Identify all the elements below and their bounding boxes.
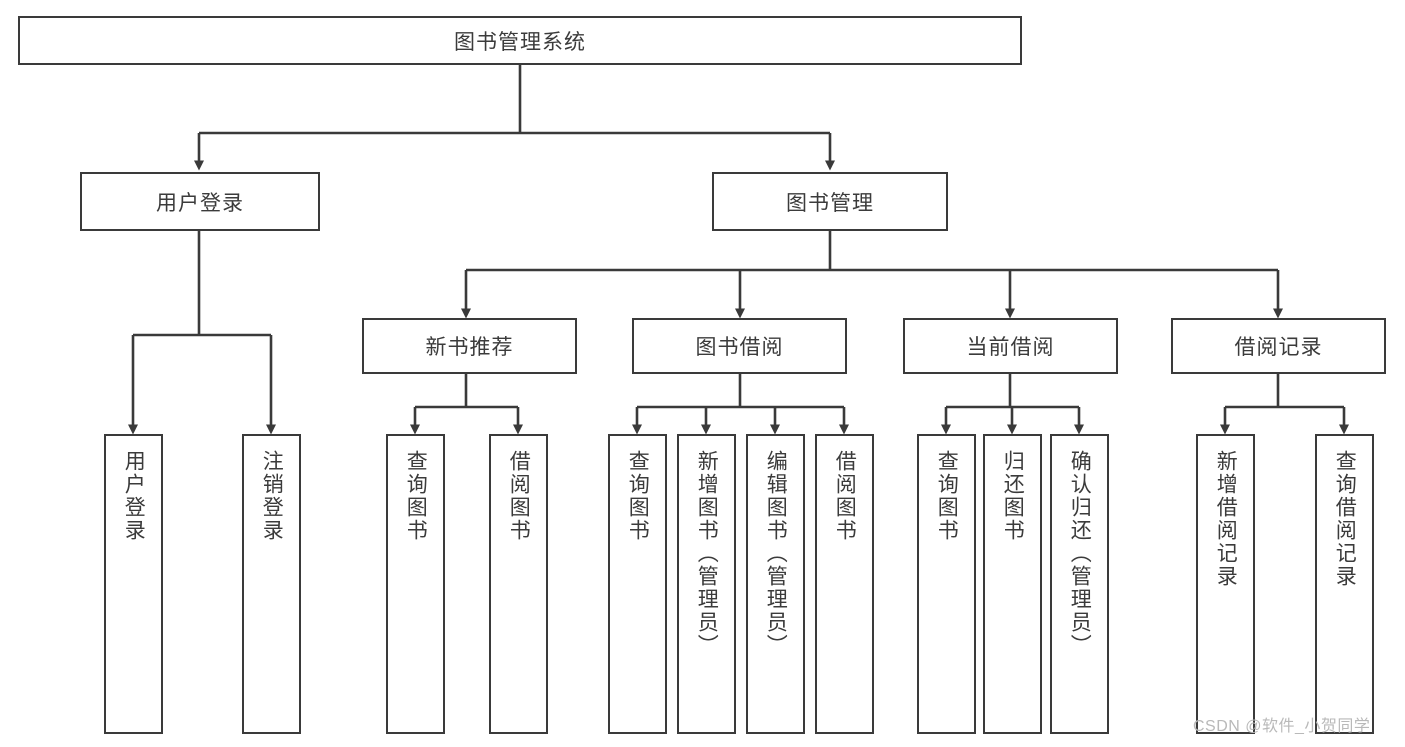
leaf-borrow-book[interactable]: 借阅图书 [815,434,874,734]
node-label: 归还图书 [1001,450,1025,542]
node-book-management[interactable]: 图书管理 [712,172,948,231]
node-label: 借阅图书 [833,450,857,542]
node-label: 查询图书 [404,450,428,542]
leaf-add-book-admin[interactable]: 新增图书（管理员） [677,434,736,734]
node-label: 用户登录 [122,450,146,542]
leaf-confirm-return-admin[interactable]: 确认归还（管理员） [1050,434,1109,734]
node-label: 查询借阅记录 [1333,450,1357,588]
watermark-text: CSDN @软件_小贺同学 [1193,718,1371,735]
leaf-user-login[interactable]: 用户登录 [104,434,163,734]
leaf-return-book[interactable]: 归还图书 [983,434,1042,734]
node-label: 查询图书 [626,450,650,542]
node-label: 确认归还（管理员） [1068,450,1092,657]
node-label: 编辑图书（管理员） [764,450,788,657]
node-user-login[interactable]: 用户登录 [80,172,320,231]
node-new-book-recommend[interactable]: 新书推荐 [362,318,577,374]
leaf-query-borrow-record[interactable]: 查询借阅记录 [1315,434,1374,734]
node-label: 新书推荐 [425,336,514,359]
leaf-add-borrow-record[interactable]: 新增借阅记录 [1196,434,1255,734]
node-label: 图书管理系统 [454,30,586,54]
node-book-borrow[interactable]: 图书借阅 [632,318,847,374]
leaf-query-book-recommend[interactable]: 查询图书 [386,434,445,734]
node-label: 新增图书（管理员） [695,450,719,657]
leaf-borrow-book-recommend[interactable]: 借阅图书 [489,434,548,734]
node-label: 借阅图书 [507,450,531,542]
node-label: 图书管理 [786,191,874,215]
node-label: 当前借阅 [966,336,1055,359]
node-current-borrow[interactable]: 当前借阅 [903,318,1118,374]
leaf-query-book-current[interactable]: 查询图书 [917,434,976,734]
node-label: 借阅记录 [1234,336,1323,359]
node-root-system[interactable]: 图书管理系统 [18,16,1022,65]
node-borrow-record[interactable]: 借阅记录 [1171,318,1386,374]
leaf-query-book-borrow[interactable]: 查询图书 [608,434,667,734]
node-label: 新增借阅记录 [1214,450,1238,588]
leaf-edit-book-admin[interactable]: 编辑图书（管理员） [746,434,805,734]
node-label: 查询图书 [935,450,959,542]
node-label: 图书借阅 [695,336,784,359]
node-label: 注销登录 [260,450,284,542]
node-label: 用户登录 [156,191,244,215]
leaf-logout-login[interactable]: 注销登录 [242,434,301,734]
